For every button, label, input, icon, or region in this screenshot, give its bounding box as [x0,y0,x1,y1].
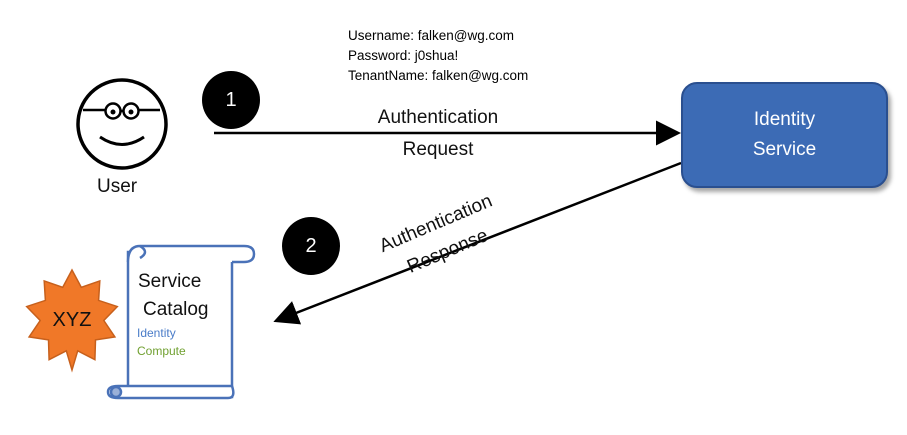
step-2-circle [282,217,340,275]
catalog-item-compute: Compute [137,344,186,358]
credentials-block: Username: falken@wg.com Password: j0shua… [348,26,528,86]
response-arrow [273,161,682,325]
identity-service-line2: Service [752,139,817,160]
identity-service-box: Identity Service [681,82,888,188]
service-catalog-title-line2: Catalog [143,299,209,320]
scroll-icon [106,244,256,400]
step-1-circle [202,71,260,129]
step-1-number: 1 [225,89,237,111]
service-catalog-title: Service Catalog [138,268,209,324]
identity-service-line1: Identity [753,109,816,130]
catalog-item-identity: Identity [137,326,176,340]
request-label-line2: Request [402,139,474,160]
smiley-face-with-glasses-icon [76,78,168,170]
request-label-line1: Authentication [377,107,499,128]
username-text: Username: falken@wg.com [348,28,515,43]
step-2-number: 2 [305,235,317,257]
service-catalog-title-line1: Service [138,271,202,292]
starburst-badge-icon [25,268,119,373]
tenant-text: TenantName: falken@wg.com [348,68,529,83]
badge-label: XYZ [52,309,92,331]
user-label: User [97,176,138,197]
password-text: Password: j0shua! [348,48,459,63]
